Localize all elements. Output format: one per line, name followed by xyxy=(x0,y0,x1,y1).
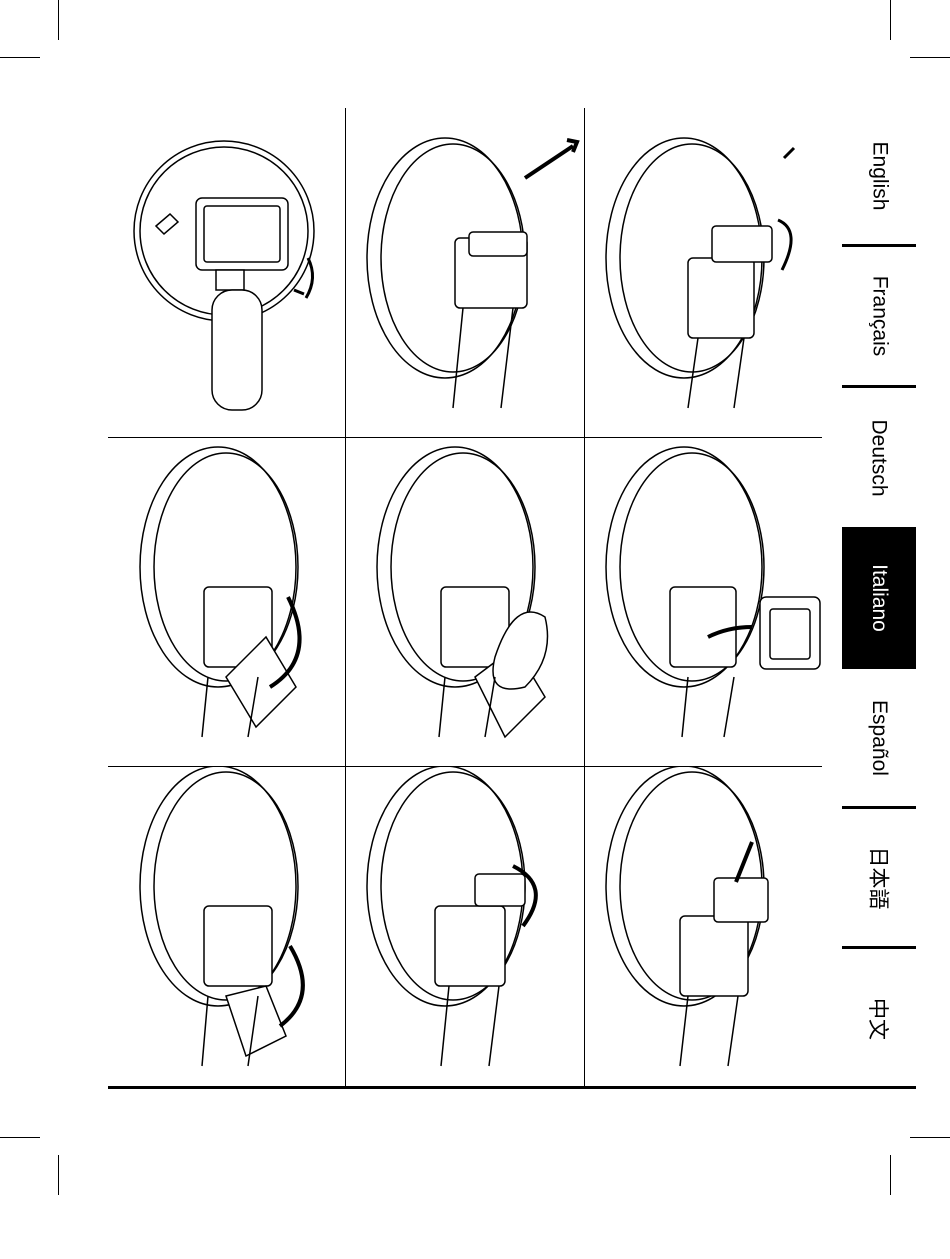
crop-mark xyxy=(890,1155,891,1195)
tab-label: English xyxy=(867,142,891,211)
crop-mark xyxy=(0,1137,40,1138)
step-2-illustration xyxy=(345,108,584,437)
tab-label: 日本語 xyxy=(864,846,894,909)
tab-label: Français xyxy=(867,276,891,357)
tab-espanol[interactable]: Español xyxy=(842,669,916,806)
step-7-illustration xyxy=(108,766,345,1088)
close-back-door-icon xyxy=(108,766,345,1088)
press-latch-icon xyxy=(584,766,822,1088)
tab-francais[interactable]: Français xyxy=(842,247,916,385)
pull-tether-icon xyxy=(345,108,584,437)
rotate-latch-icon xyxy=(345,766,584,1088)
step-1-illustration xyxy=(108,108,345,437)
wipe-housing-icon xyxy=(345,437,584,766)
bottom-rule xyxy=(108,1086,916,1089)
tab-label: Italiano xyxy=(867,564,891,632)
crop-mark xyxy=(58,0,59,40)
tab-deutsch[interactable]: Deutsch xyxy=(842,388,916,527)
tab-label: Deutsch xyxy=(867,419,891,496)
tab-chinese[interactable]: 中文 xyxy=(842,949,916,1088)
step-3-illustration xyxy=(584,108,822,437)
crop-mark xyxy=(890,0,891,40)
crop-mark xyxy=(58,1155,59,1195)
tab-english[interactable]: English xyxy=(842,108,916,244)
tab-label: 中文 xyxy=(864,998,894,1040)
open-back-door-icon xyxy=(108,437,345,766)
step-5-illustration xyxy=(345,437,584,766)
step-8-illustration xyxy=(345,766,584,1088)
lift-latch-icon xyxy=(584,108,822,437)
step-6-illustration xyxy=(584,437,822,766)
instruction-grid xyxy=(108,108,822,1088)
tab-italiano[interactable]: Italiano xyxy=(842,527,916,669)
tab-label: Español xyxy=(867,700,891,776)
language-tabs: English Français Deutsch Italiano Españo… xyxy=(842,108,916,1088)
tab-japanese[interactable]: 日本語 xyxy=(842,809,916,946)
step-4-illustration xyxy=(108,437,345,766)
crop-mark xyxy=(910,1137,950,1138)
crop-mark xyxy=(910,57,950,58)
step-9-illustration xyxy=(584,766,822,1088)
mount-camera-icon xyxy=(108,108,345,437)
crop-mark xyxy=(0,57,40,58)
insert-camera-icon xyxy=(584,437,822,766)
